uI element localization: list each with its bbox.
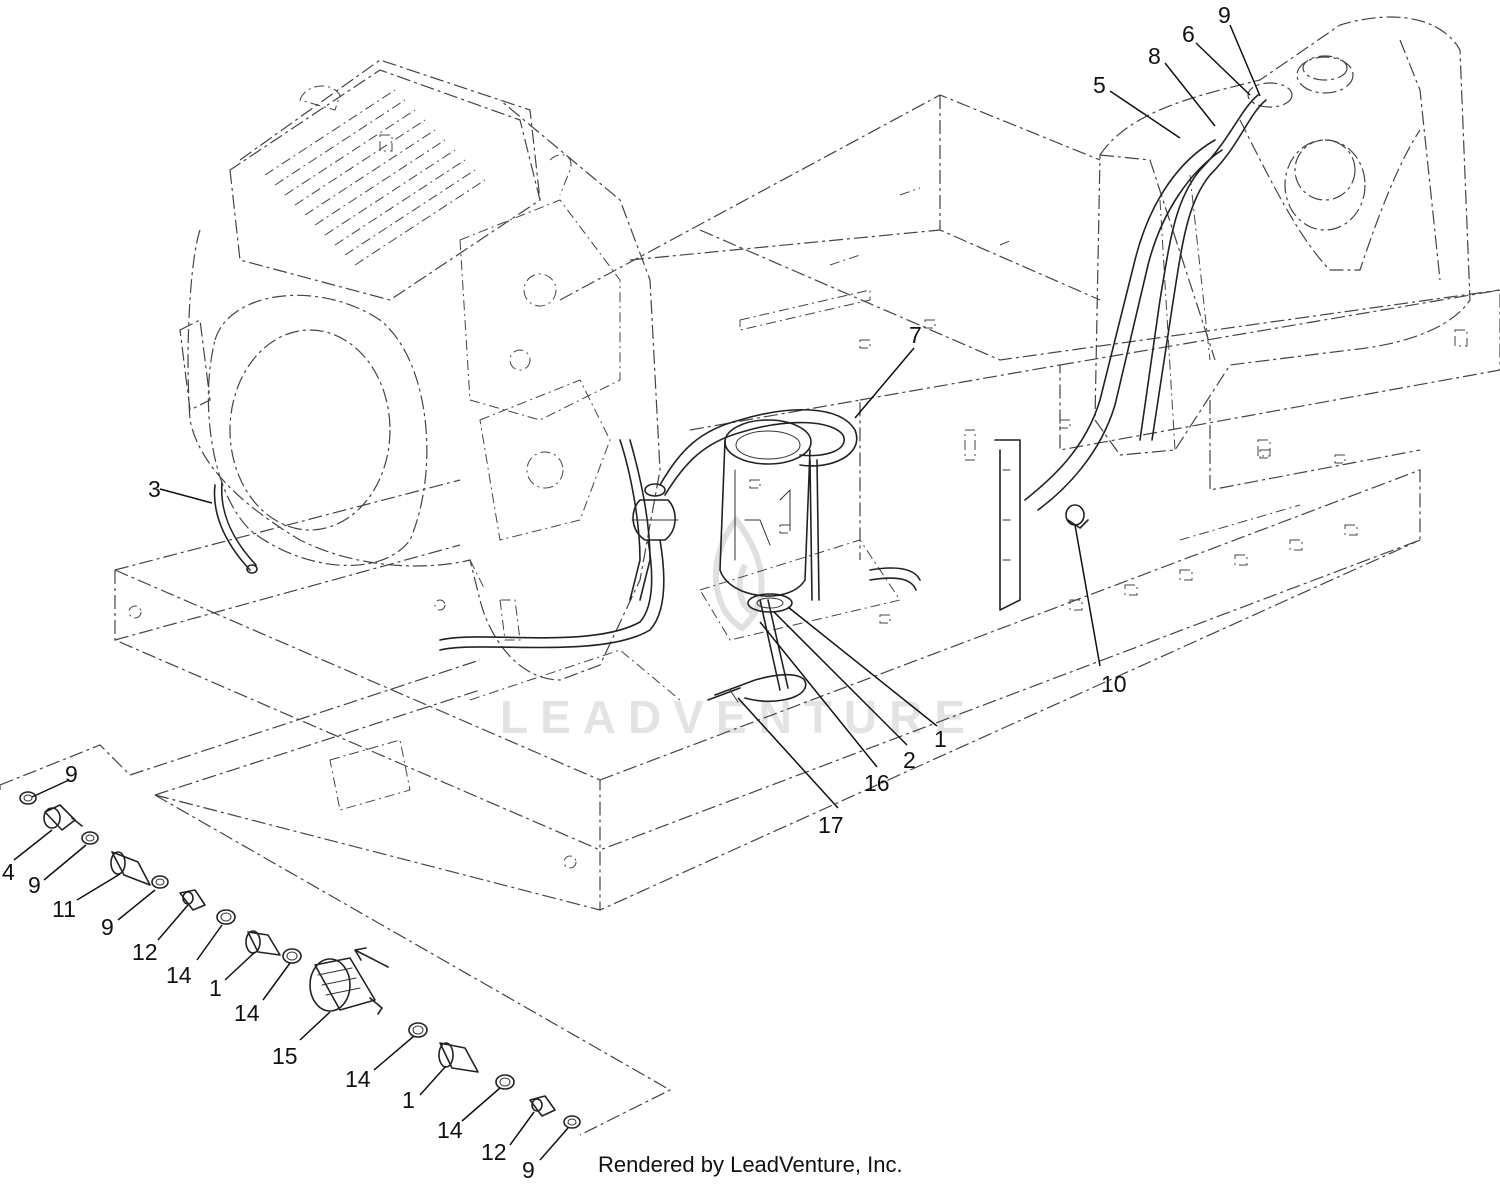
callout-5: 5 — [1093, 72, 1106, 98]
callout-15-detail: 15 — [272, 1043, 298, 1069]
callout-12-detail-a: 12 — [132, 939, 158, 965]
callout-3: 3 — [148, 476, 161, 502]
callout-7: 7 — [909, 322, 922, 348]
callout-16: 16 — [864, 770, 890, 796]
callout-17: 17 — [818, 812, 844, 838]
callout-9-detail-a: 9 — [65, 761, 78, 787]
evap-canister — [719, 419, 812, 613]
callout-14-detail-c: 14 — [345, 1066, 371, 1092]
detail-breakout-boundary — [0, 744, 672, 1136]
fuel-tank-phantom — [1094, 16, 1471, 456]
callout-leader-lines — [13, 24, 1261, 1161]
callout-1-detail-a: 1 — [209, 975, 222, 1001]
render-credit-text: Rendered by LeadVenture, Inc. — [598, 1152, 903, 1177]
callout-8: 8 — [1148, 43, 1161, 69]
callout-9-tank: 9 — [1218, 2, 1231, 28]
fitting-10 — [1065, 504, 1089, 529]
callout-14-detail-b: 14 — [234, 1000, 260, 1026]
engine-phantom — [179, 59, 661, 681]
engine-fuel-filter — [631, 483, 679, 541]
callout-1: 1 — [934, 726, 947, 752]
callout-1-detail-b: 1 — [402, 1087, 415, 1113]
watermark-flame-logo — [712, 515, 765, 632]
callout-11-detail: 11 — [52, 896, 76, 922]
callout-4-detail: 4 — [2, 859, 15, 885]
cable-tie — [707, 673, 807, 703]
watermark-text: LEADVENTURE — [500, 691, 977, 743]
callout-12-detail-b: 12 — [481, 1139, 507, 1165]
callout-6: 6 — [1182, 21, 1195, 47]
callout-14-detail-d: 14 — [437, 1117, 463, 1143]
callout-9-detail-d: 9 — [522, 1157, 535, 1183]
callout-9-detail-c: 9 — [101, 914, 114, 940]
callout-9-detail-b: 9 — [28, 872, 41, 898]
exploded-fuel-line-assembly — [19, 791, 581, 1129]
callout-10: 10 — [1101, 671, 1127, 697]
callout-labels: 3 5 8 6 9 7 10 1 2 16 17 9 4 9 11 9 12 1… — [2, 2, 1231, 1183]
fuel-hoses — [213, 94, 1267, 691]
mower-frame-phantom — [114, 94, 1500, 911]
callout-2: 2 — [903, 747, 916, 773]
callout-14-detail-a: 14 — [166, 962, 192, 988]
canister-bracket — [994, 439, 1021, 611]
